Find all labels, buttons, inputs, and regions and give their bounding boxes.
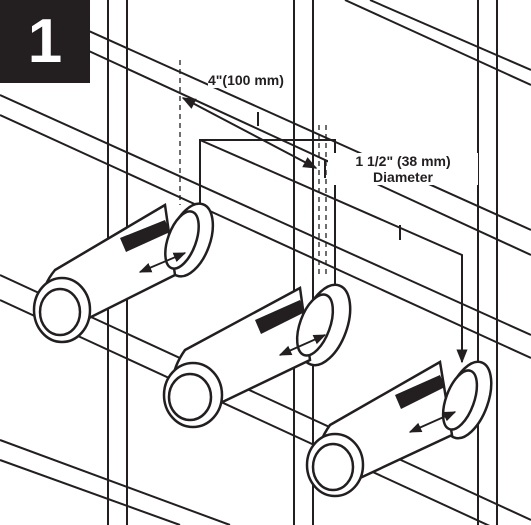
spacing-dimension-line (181, 97, 318, 169)
valve-stub-right (305, 360, 493, 498)
diameter-dimension-leader (194, 139, 468, 364)
diameter-dimension-label: 1 1/2" (38 mm) Diameter (328, 153, 478, 186)
spacing-dimension-label: 4"(100 mm) (208, 72, 284, 89)
stub-diameter-arrows (138, 252, 457, 433)
diameter-caption-text: Diameter (373, 169, 433, 186)
center-reference-lines (179, 60, 327, 275)
step-number-badge: 1 (0, 0, 90, 83)
stub-printed-markings (120, 220, 445, 409)
valve-stub-center (162, 283, 352, 429)
diameter-value-text: 1 1/2" (38 mm) (355, 153, 451, 169)
